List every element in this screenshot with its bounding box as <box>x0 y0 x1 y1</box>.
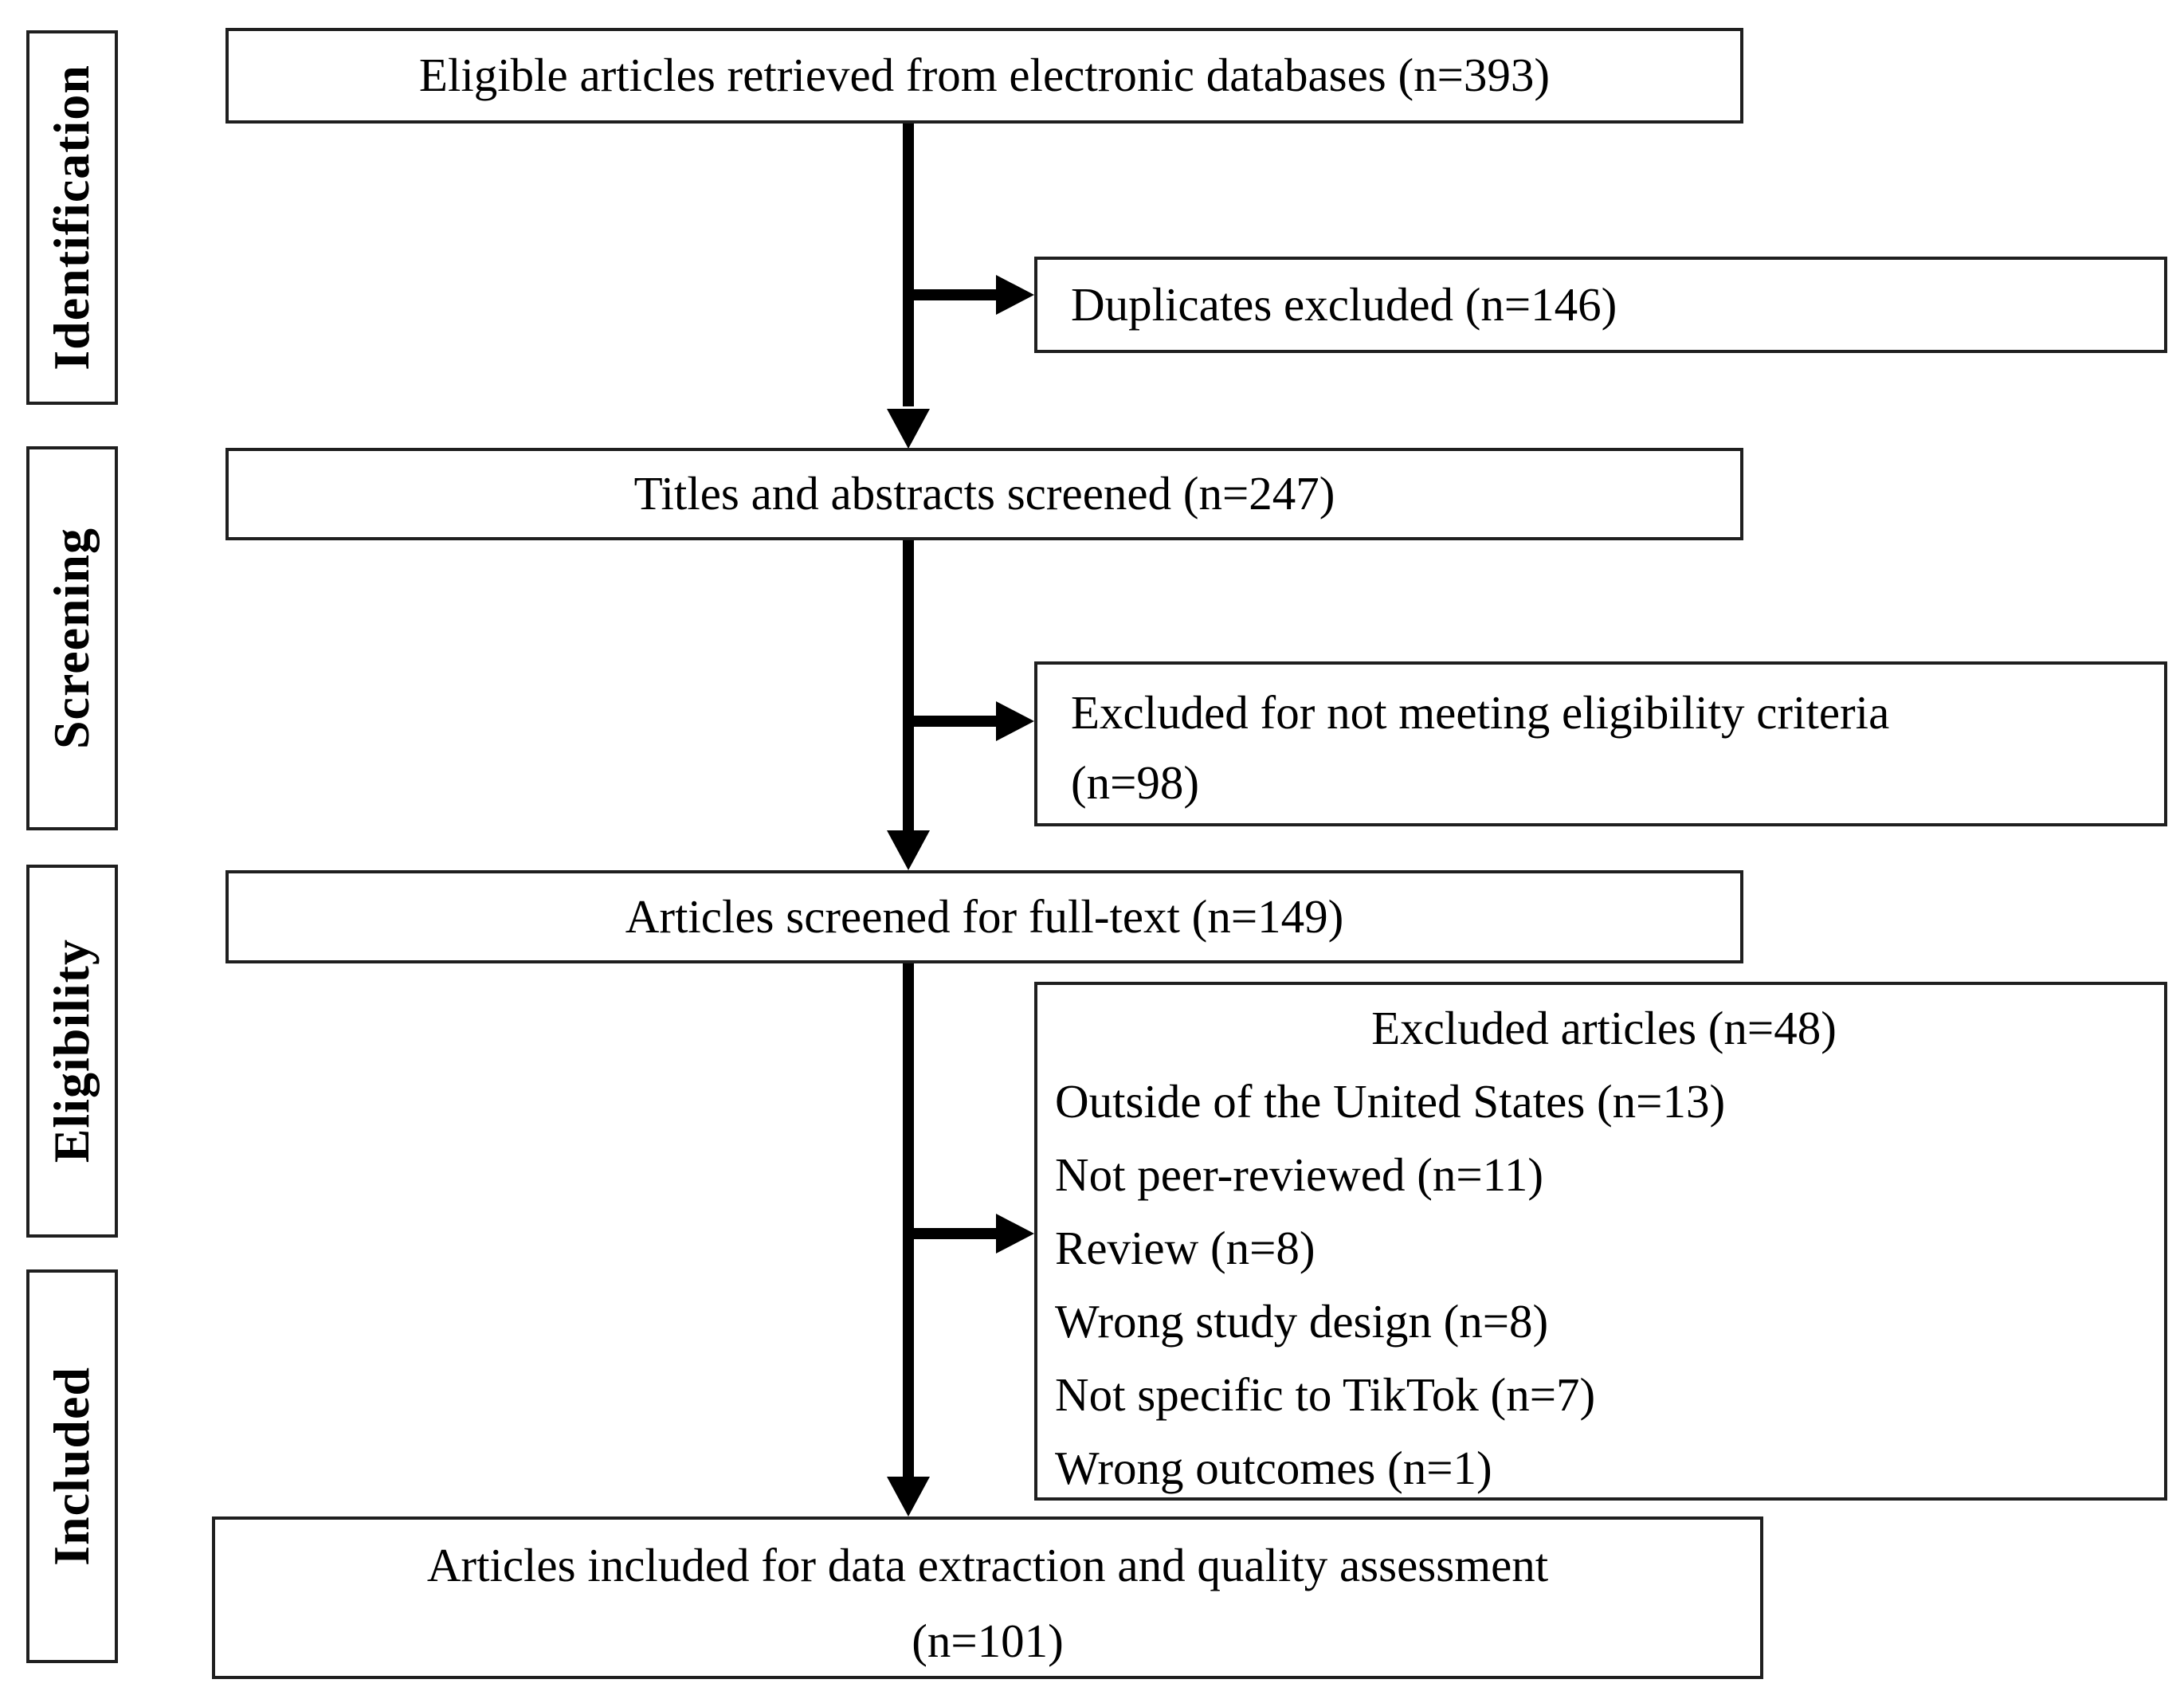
stage-box-screening: Screening <box>26 446 118 830</box>
flow-arrow-3-head <box>887 1477 930 1516</box>
branch-arrow-criteria-head <box>996 701 1034 741</box>
box-eligible-articles-retrieved: Eligible articles retrieved from electro… <box>225 28 1743 124</box>
branch-arrow-excluded-articles-head <box>996 1214 1034 1254</box>
branch-arrow-duplicates-head <box>996 275 1034 315</box>
branch-arrow-duplicates-line <box>908 289 998 300</box>
stage-label-identification: Identification <box>43 65 100 371</box>
stage-label-screening: Screening <box>43 527 100 750</box>
box-excluded-eligibility-criteria: Excluded for not meeting eligibility cri… <box>1034 661 2167 826</box>
stage-label-included: Included <box>43 1367 100 1566</box>
stage-box-identification: Identification <box>26 30 118 405</box>
box-excluded-eligibility-criteria-line1: Excluded for not meeting eligibility cri… <box>1071 686 1890 739</box>
excluded-reason-item: Not peer-reviewed (n=11) <box>1055 1148 1544 1201</box>
excluded-reason-item: Review (n=8) <box>1055 1222 1315 1274</box>
box-excluded-articles: Excluded articles (n=48) Outside of the … <box>1034 982 2167 1501</box>
excluded-reason-item: Wrong study design (n=8) <box>1055 1295 1549 1348</box>
excluded-reason-item: Not specific to TikTok (n=7) <box>1055 1368 1596 1421</box>
excluded-reason-item: Wrong outcomes (n=1) <box>1055 1442 1492 1494</box>
box-articles-included: Articles included for data extraction an… <box>212 1516 1763 1679</box>
stage-box-eligibility: Eligibility <box>26 865 118 1238</box>
flow-arrow-1-head <box>887 409 930 449</box>
box-duplicates-excluded-text: Duplicates excluded (n=146) <box>1071 277 1617 331</box>
stage-label-eligibility: Eligibility <box>43 939 100 1163</box>
box-articles-included-line2: (n=101) <box>912 1615 1064 1667</box>
branch-arrow-criteria-line <box>908 716 998 727</box>
box-articles-included-line1: Articles included for data extraction an… <box>426 1539 1549 1591</box>
box-excluded-eligibility-criteria-line2: (n=98) <box>1071 756 1200 809</box>
flow-arrow-3-line <box>903 963 914 1478</box>
flow-arrow-2-head <box>887 830 930 870</box>
box-eligible-articles-retrieved-text: Eligible articles retrieved from electro… <box>418 49 1551 102</box>
flow-arrow-1-line <box>903 124 914 406</box>
box-duplicates-excluded: Duplicates excluded (n=146) <box>1034 257 2167 353</box>
box-titles-abstracts-screened: Titles and abstracts screened (n=247) <box>225 448 1743 540</box>
branch-arrow-excluded-articles-line <box>908 1228 998 1239</box>
flow-arrow-2-line <box>903 540 914 832</box>
excluded-articles-heading: Excluded articles (n=48) <box>1371 1002 1837 1054</box>
box-titles-abstracts-screened-text: Titles and abstracts screened (n=247) <box>633 467 1335 520</box>
box-fulltext-screened-text: Articles screened for full-text (n=149) <box>625 889 1344 943</box>
box-fulltext-screened: Articles screened for full-text (n=149) <box>225 870 1743 963</box>
excluded-reason-item: Outside of the United States (n=13) <box>1055 1075 1726 1128</box>
stage-box-included: Included <box>26 1269 118 1663</box>
